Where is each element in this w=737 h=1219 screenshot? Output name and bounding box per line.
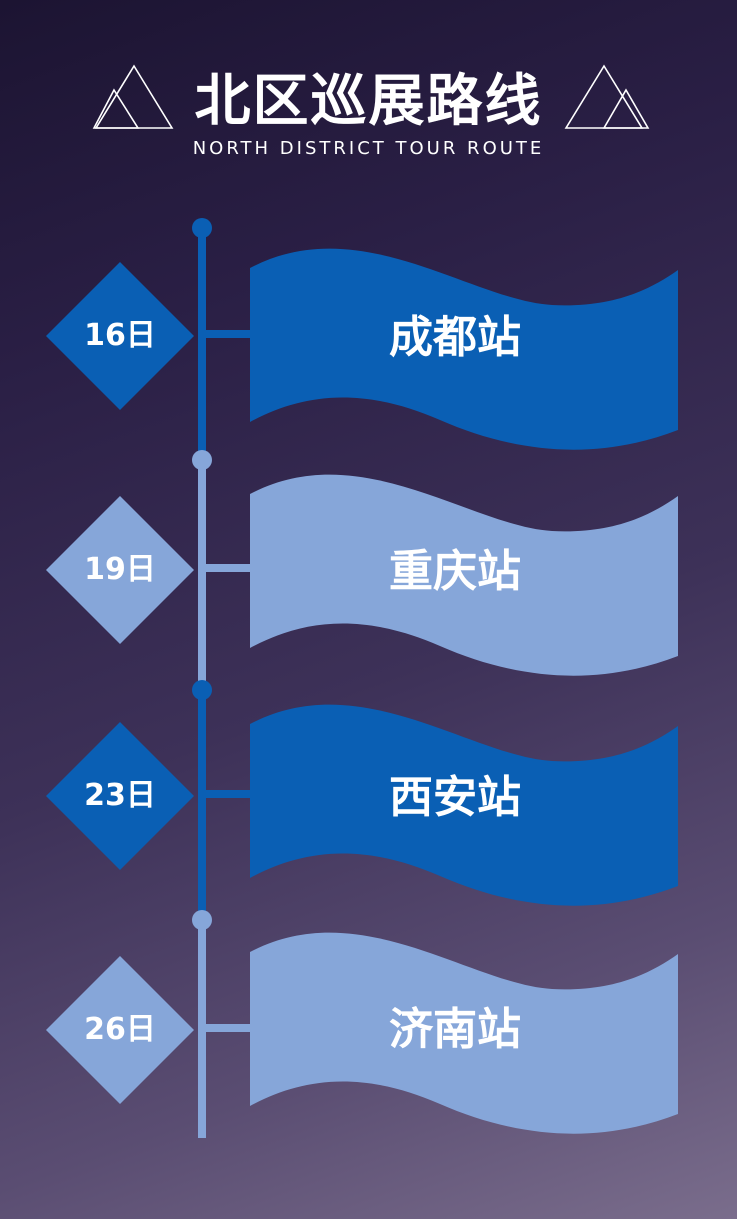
connector-3 [202, 790, 254, 798]
stop-date-4: 26日 [84, 1012, 156, 1047]
page-title: 北区巡展路线 [194, 69, 543, 134]
date-diamond-1 [46, 262, 194, 410]
timeline-dot-4 [192, 910, 212, 930]
connector-1 [202, 330, 254, 338]
flag-banner-2 [250, 474, 678, 676]
connector-2 [202, 564, 254, 572]
timeline-dot-2 [192, 450, 212, 470]
date-diamond-3 [46, 722, 194, 870]
flag-banner-3 [250, 704, 678, 906]
triangle-decoration-left-icon [92, 64, 174, 129]
triangle-decoration-right-icon [564, 64, 650, 129]
timeline-segment-2 [198, 460, 206, 690]
date-diamond-4 [46, 956, 194, 1104]
stop-date-1: 16日 [84, 318, 156, 353]
stop-city-3: 西安站 [389, 772, 521, 823]
header: 北区巡展路线 NORTH DISTRICT TOUR ROUTE [0, 0, 737, 200]
flag-banner-1 [250, 248, 678, 450]
timeline-segment-1 [198, 228, 206, 460]
stop-date-2: 19日 [84, 552, 156, 587]
stop-city-4: 济南站 [389, 1004, 521, 1055]
stop-city-2: 重庆站 [389, 546, 521, 597]
stop-city-1: 成都站 [389, 312, 521, 363]
timeline-dot-1 [192, 218, 212, 238]
timeline-segment-3 [198, 690, 206, 920]
timeline-dot-3 [192, 680, 212, 700]
stop-date-3: 23日 [84, 778, 156, 813]
flag-banner-4 [250, 932, 678, 1134]
date-diamond-2 [46, 496, 194, 644]
page-subtitle: NORTH DISTRICT TOUR ROUTE [192, 138, 545, 159]
connector-4 [202, 1024, 254, 1032]
